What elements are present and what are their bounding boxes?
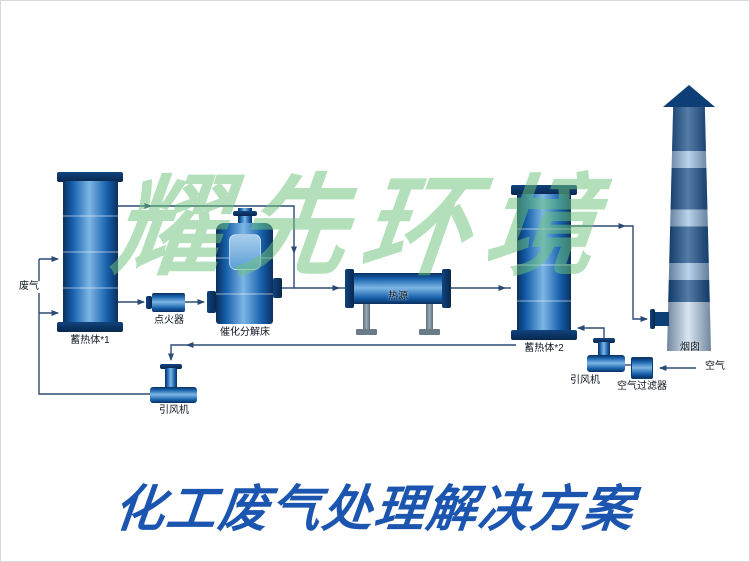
- heat-source-right-leg: [426, 304, 433, 330]
- label-regenerator-2: 蓄热体*2: [524, 343, 564, 354]
- induced-fan-right-top-flange: [593, 338, 615, 343]
- label-catalytic-bed: 催化分解床: [220, 327, 270, 338]
- regenerator-2-top-flange: [511, 185, 577, 195]
- regenerator-1-bottom-flange: [57, 322, 123, 332]
- catalytic-bed-window: [229, 234, 261, 270]
- heat-source-left-foot: [356, 329, 377, 335]
- heat-source-vessel: [353, 273, 443, 304]
- chimney-cap: [663, 85, 715, 107]
- label-chimney: 烟囱: [680, 342, 700, 353]
- heat-source-left-flange: [345, 269, 354, 308]
- induced-fan-left-pipe: [165, 368, 177, 389]
- catalytic-bed-left-flange: [207, 291, 216, 313]
- flow-arrows: [38, 203, 696, 395]
- regenerator-1-vessel: [63, 181, 118, 324]
- label-air: 空气: [705, 361, 725, 372]
- heat-source-right-foot: [419, 329, 440, 335]
- heat-source-right-flange: [442, 269, 451, 308]
- regenerator-2-vessel: [517, 194, 571, 331]
- chimney-inlet-flange: [650, 309, 655, 329]
- induced-fan-left-body: [150, 387, 197, 403]
- regenerator-2-bottom-flange: [511, 330, 577, 340]
- catalytic-bed-nozzle-flange: [233, 211, 257, 216]
- chimney-stack: [667, 107, 711, 351]
- label-heat-source: 热源: [388, 291, 408, 302]
- heat-source-left-leg: [363, 304, 370, 330]
- induced-fan-left-top-flange: [160, 364, 182, 369]
- catalytic-bed-right-flange: [273, 278, 282, 298]
- label-waste-gas: 废气: [15, 281, 43, 293]
- chimney-inlet-nozzle: [655, 312, 669, 326]
- label-induced-fan-right: 引风机: [570, 375, 600, 386]
- label-air-filter: 空气过滤器: [617, 381, 667, 392]
- induced-fan-right-body: [587, 355, 625, 372]
- label-igniter: 点火器: [154, 315, 184, 326]
- label-regenerator-1: 蓄热体*1: [70, 335, 110, 346]
- regenerator-1-top-flange: [57, 172, 123, 182]
- induced-fan-right-pipe: [598, 342, 610, 357]
- igniter-inlet-flange: [146, 296, 152, 309]
- air-filter-box: [631, 357, 653, 379]
- label-induced-fan-left: 引风机: [159, 405, 189, 416]
- igniter-box: [152, 293, 185, 312]
